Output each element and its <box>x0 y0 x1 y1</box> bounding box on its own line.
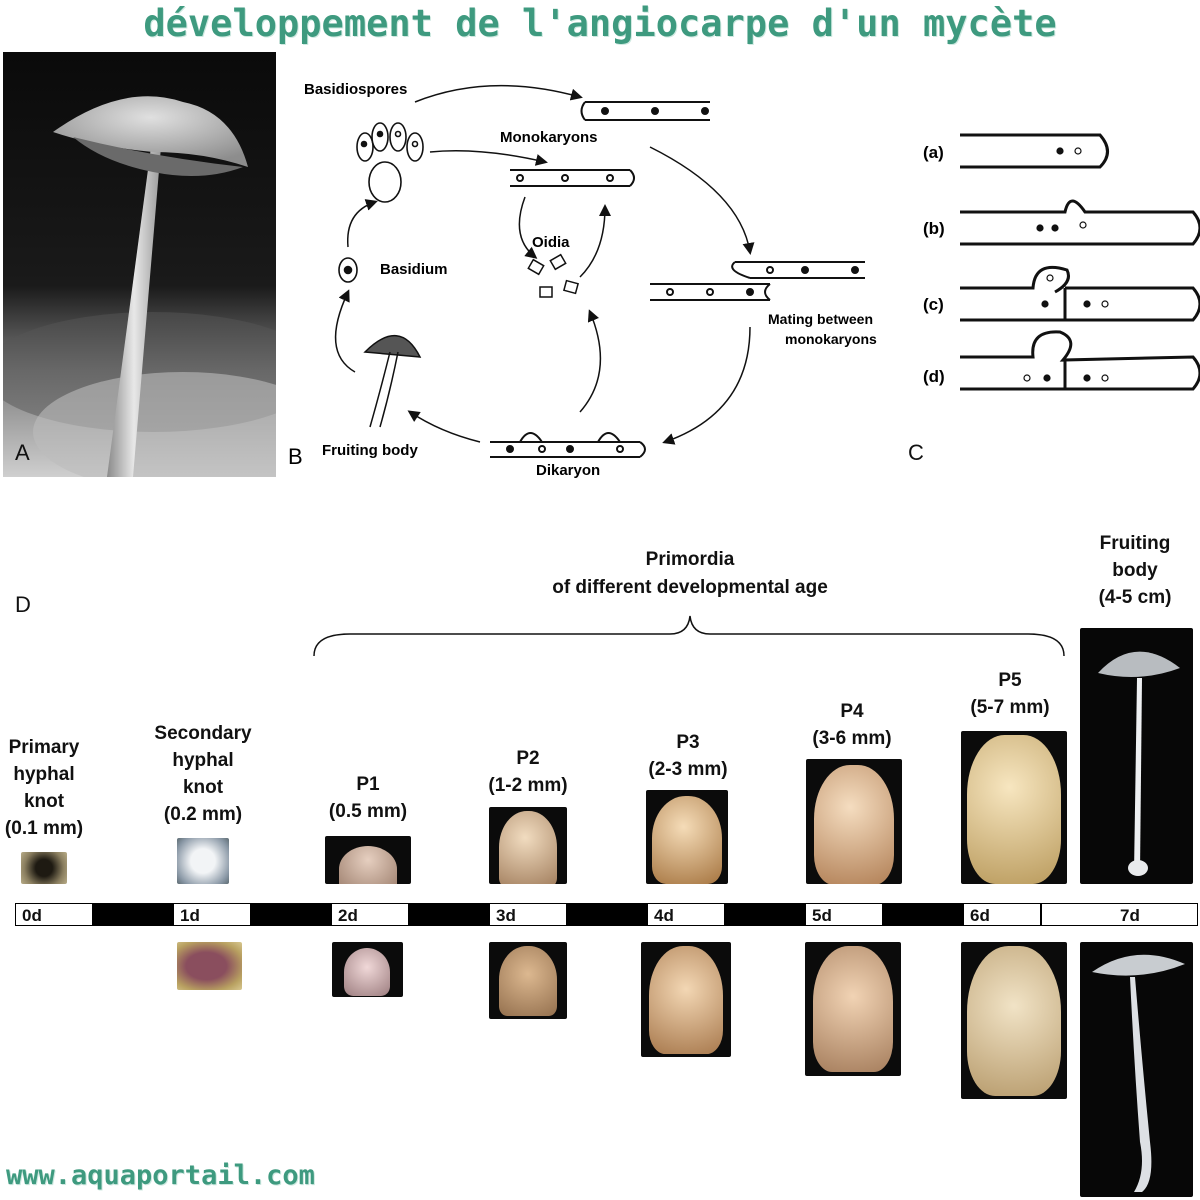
timeline-day-0: 0d <box>15 903 93 926</box>
p2-photo <box>489 807 567 884</box>
p2-section-photo <box>489 942 567 1019</box>
dikaryon-hypha <box>490 432 646 458</box>
p3-photo <box>646 790 728 884</box>
primordia-header-line2: of different developmental age <box>552 577 828 598</box>
oidia-icon <box>527 253 580 298</box>
life-cycle-diagram: Basidiospores Monokaryons Oidia Basidium… <box>288 81 877 479</box>
p4-section-photo <box>805 942 901 1076</box>
label-mating-line2: monokaryons <box>785 331 877 347</box>
label-basidium: Basidium <box>380 261 448 278</box>
p4-photo <box>806 759 902 884</box>
p5-section-photo <box>961 942 1067 1099</box>
timeline-day-7: 7d <box>1041 903 1198 926</box>
p3-section-photo <box>641 942 731 1057</box>
fruiting-body-photo-bottom <box>1080 942 1193 1197</box>
label-fruiting-body: Fruiting body <box>322 442 418 459</box>
panel-a-photo: A <box>3 52 276 477</box>
clamp-connection-diagram: (a) (b) (c) (d) <box>923 133 1200 391</box>
clamp-step-a: (a) <box>923 143 944 162</box>
label-monokaryons: Monokaryons <box>500 129 598 146</box>
panel-a-label: A <box>15 440 30 465</box>
primordia-brace <box>313 615 1065 657</box>
clamp-step-b: (b) <box>923 219 945 238</box>
mushroom-photo-graphic <box>3 52 276 477</box>
timeline-day-1: 1d <box>173 903 251 926</box>
monokaryon-hypha-2 <box>510 169 635 187</box>
basidiospores-icon <box>356 122 424 203</box>
timeline-day-5: 5d <box>805 903 883 926</box>
primary-knot-photo <box>21 852 67 884</box>
fruiting-body-icon <box>363 335 422 428</box>
timeline-day-3: 3d <box>489 903 567 926</box>
label-basidiospores: Basidiospores <box>304 81 407 98</box>
secondary-knot-photo <box>177 838 229 884</box>
stage-p1: P1 (0.5 mm) <box>328 774 408 822</box>
stage-primary-knot: Primary hyphal knot (0.1 mm) <box>4 737 84 839</box>
stage-p3: P3 (2-3 mm) <box>648 732 728 780</box>
footer-website: www.aquaportail.com <box>6 1160 315 1191</box>
clamp-step-c: (c) <box>923 295 944 314</box>
stage-p4: P4 (3-6 mm) <box>812 701 892 749</box>
stage-fruiting-body: Fruiting body (4-5 cm) <box>1098 533 1172 608</box>
basidium-icon <box>338 257 358 283</box>
stage-p5: P5 (5-7 mm) <box>970 670 1050 718</box>
secondary-knot-section-photo <box>177 942 242 990</box>
cycle-arrows <box>334 84 755 445</box>
mating-hyphae <box>650 261 865 301</box>
p5-photo <box>961 731 1067 884</box>
panel-d-label: D <box>15 592 31 617</box>
timeline-day-6: 6d <box>963 903 1041 926</box>
p1-photo <box>325 836 411 884</box>
label-oidia: Oidia <box>532 234 570 251</box>
label-dikaryon: Dikaryon <box>536 462 600 479</box>
timeline-bar <box>15 903 1198 926</box>
clamp-step-d: (d) <box>923 367 945 386</box>
page-title: développement de l'angiocarpe d'un mycèt… <box>143 2 1057 45</box>
stage-secondary-knot: Secondary hyphal knot (0.2 mm) <box>154 723 252 825</box>
panel-c-label: C <box>908 440 924 465</box>
monokaryon-hypha-1 <box>580 101 710 121</box>
fruiting-body-photo-top <box>1080 628 1193 884</box>
panel-b-label: B <box>288 444 303 469</box>
primordia-header: Primordia of different developmental age <box>440 546 940 602</box>
primordia-header-line1: Primordia <box>645 549 735 570</box>
label-mating-line1: Mating between <box>768 311 873 327</box>
timeline-day-4: 4d <box>647 903 725 926</box>
stage-p2: P2 (1-2 mm) <box>488 748 568 796</box>
timeline-day-2: 2d <box>331 903 409 926</box>
p1-section-photo <box>332 942 403 997</box>
